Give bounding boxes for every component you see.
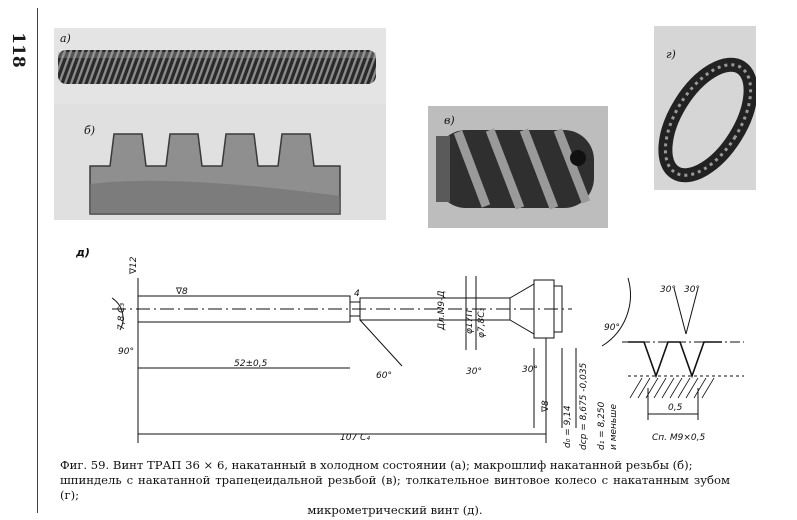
photo-threaded-screw: а): [54, 28, 386, 104]
dim-angle-30a: 30°: [466, 367, 482, 377]
dim-angle-30b: 30°: [522, 365, 538, 375]
dim-angle-90-right: 90°: [604, 323, 620, 333]
figure-caption: Фиг. 59. Винт ТРАП 36 × 6, накатанный в …: [60, 458, 730, 518]
dim-length-52: 52±0,5: [234, 359, 268, 369]
caption-line-3: микрометрический винт (д).: [307, 503, 483, 517]
dim-dia-78: φ7,8С₃: [477, 307, 487, 338]
dim-length-107: 107 С₄: [340, 433, 370, 443]
dim-dia-17: φ17П: [465, 310, 475, 334]
photo-thread-section: б): [54, 104, 386, 220]
profile-angle-30b: 30°: [684, 285, 700, 295]
photo-b-label: б): [84, 124, 96, 137]
threaded-screw-image: [58, 50, 376, 84]
dim-dcp: dср = 8,675 -0,035: [579, 362, 589, 450]
profile-pitch: 0,5: [668, 403, 683, 413]
photo-g-label: г): [666, 48, 676, 61]
micrometer-screw-drawing: д) ∇12 ∇8 7,8 С₃ 90° 52±0,5 4 60° 107 С₄…: [75, 246, 744, 450]
helical-wheel-image: [658, 57, 756, 183]
photo-v-label: в): [444, 114, 455, 127]
caption-line-2: шпиндель с накатанной трапецеидальной ре…: [60, 473, 730, 502]
dim-thread-dm9: Дл.М9-Д: [437, 291, 447, 331]
photo-a-label: а): [60, 32, 71, 45]
dim-dia-left: 7,8 С₃: [117, 303, 127, 330]
thread-section-image: [89, 133, 341, 215]
dim-d1-note: и меньше: [609, 404, 619, 450]
photo-spindle: в): [428, 106, 608, 228]
dim-angle-60: 60°: [376, 371, 392, 381]
dim-v8-bottom: ∇8: [541, 400, 551, 413]
page-number: 118: [8, 32, 28, 68]
dim-v8-top: ∇8: [175, 287, 188, 297]
spindle-image: [436, 128, 594, 210]
photo-helical-wheel: г): [654, 26, 756, 190]
drawing-label: д): [75, 246, 90, 259]
page-margin-rule: [37, 8, 38, 513]
caption-line-1: Фиг. 59. Винт ТРАП 36 × 6, накатанный в …: [60, 458, 693, 472]
dim-angle-90-left: 90°: [118, 347, 134, 357]
dim-chamfer-4: 4: [354, 289, 360, 299]
dim-d0: d₀ = 9,14: [563, 405, 573, 448]
profile-angle-30a: 30°: [660, 285, 676, 295]
dim-d1: d₁ = 8,250: [597, 401, 607, 450]
thread-designation: Сп. М9×0,5: [652, 433, 706, 443]
dim-v12: ∇12: [129, 256, 139, 275]
